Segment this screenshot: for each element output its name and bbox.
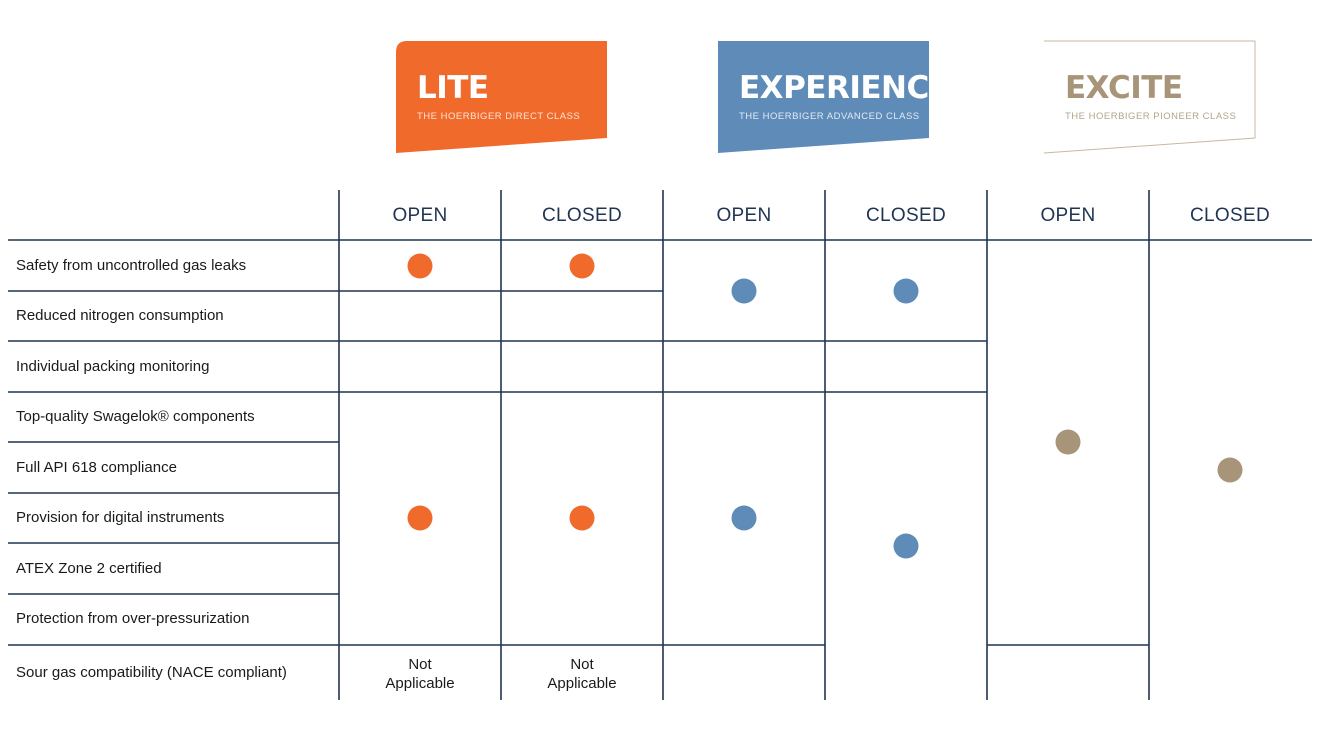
col-header-lite-open: OPEN (392, 205, 448, 226)
excite-subtitle: THE HOERBIGER PIONEER CLASS (1065, 111, 1237, 122)
col-header-lite-closed: CLOSED (542, 205, 622, 226)
row-label-nitrogen: Reduced nitrogen consumption (16, 307, 224, 324)
dot-experience-open-group1 (731, 278, 757, 304)
lite-badge: LITE THE HOERBIGER DIRECT CLASS (395, 40, 608, 154)
dot-lite-closed-gas-leaks (569, 253, 595, 279)
excite-badge-shape (1043, 40, 1256, 154)
excite-title: EXCITE (1065, 70, 1183, 106)
na-line2: Applicable (385, 675, 455, 692)
col-header-excite-open: OPEN (1040, 205, 1096, 226)
row-label-atex: ATEX Zone 2 certified (16, 560, 162, 577)
row-label-sour-gas: Sour gas compatibility (NACE compliant) (16, 664, 287, 681)
na-line1: Not (570, 656, 594, 673)
na-line1: Not (408, 656, 432, 673)
experience-badge-shape (718, 41, 929, 153)
row-label-digital-instruments: Provision for digital instruments (16, 509, 225, 526)
col-header-experience-open: OPEN (716, 205, 772, 226)
dot-lite-open-group2 (407, 505, 433, 531)
experience-badge: EXPERIENCE THE HOERBIGER ADVANCED CLASS (717, 40, 950, 154)
row-label-gas-leaks: Safety from uncontrolled gas leaks (16, 257, 247, 274)
row-label-over-pressurization: Protection from over-pressurization (16, 610, 250, 627)
not-applicable-lite-closed: Not Applicable (501, 655, 663, 693)
experience-title: EXPERIENCE (739, 70, 950, 106)
col-header-excite-closed: CLOSED (1190, 205, 1270, 226)
col-header-experience-closed: CLOSED (866, 205, 946, 226)
dot-excite-closed (1217, 457, 1243, 483)
row-label-api-618: Full API 618 compliance (16, 459, 177, 476)
lite-subtitle: THE HOERBIGER DIRECT CLASS (417, 111, 581, 122)
row-label-packing-monitoring: Individual packing monitoring (16, 358, 210, 375)
dot-experience-closed-group2 (893, 533, 919, 559)
experience-subtitle: THE HOERBIGER ADVANCED CLASS (739, 111, 920, 122)
lite-title: LITE (417, 70, 489, 106)
dot-experience-closed-group1 (893, 278, 919, 304)
excite-badge: EXCITE THE HOERBIGER PIONEER CLASS (1043, 40, 1256, 154)
not-applicable-lite-open: Not Applicable (339, 655, 501, 693)
dot-excite-open (1055, 429, 1081, 455)
row-label-swagelok: Top-quality Swagelok® components (16, 408, 255, 425)
dot-lite-open-gas-leaks (407, 253, 433, 279)
dot-lite-closed-group2 (569, 505, 595, 531)
na-line2: Applicable (547, 675, 617, 692)
lite-badge-shape (396, 41, 607, 153)
dot-experience-open-group2 (731, 505, 757, 531)
